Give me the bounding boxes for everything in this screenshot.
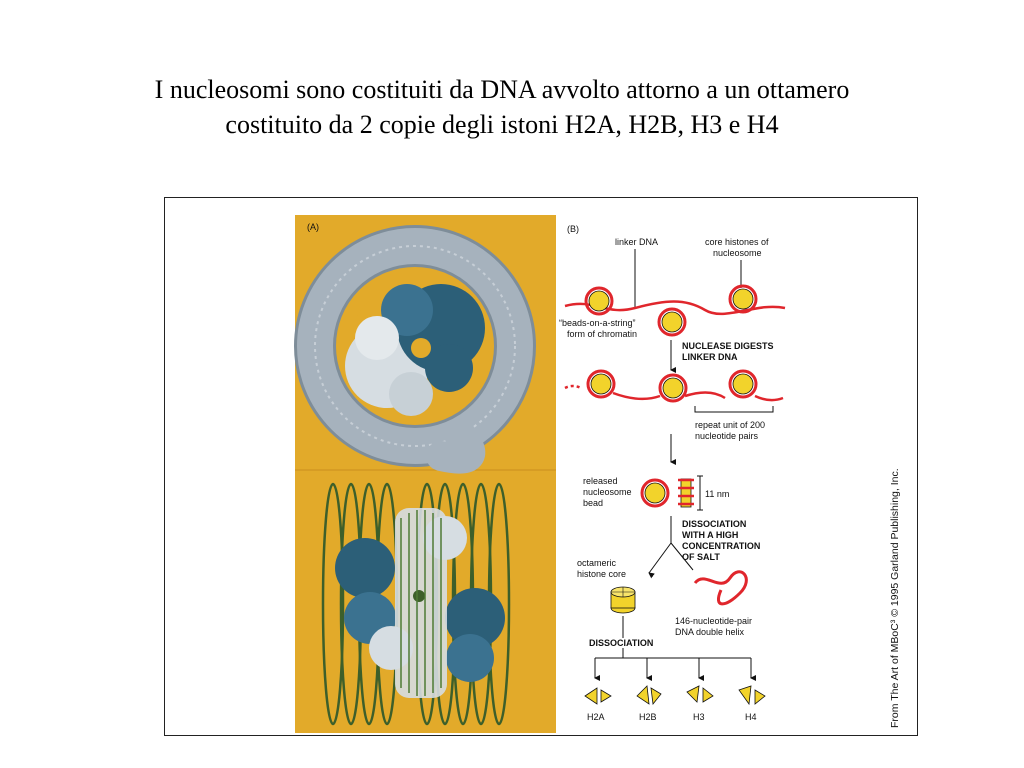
nucleosome-figure: (A) [164, 197, 918, 736]
size-label: 11 nm [705, 489, 729, 499]
panel-b-label: (B) [567, 224, 579, 234]
dna-146-label-2: DNA double helix [675, 627, 745, 637]
linker-dna-label: linker DNA [615, 237, 658, 247]
dissociation-label: DISSOCIATION [589, 638, 653, 648]
histone-label-h2a: H2A [587, 712, 605, 722]
nuclease-label-1: NUCLEASE DIGESTS [682, 341, 774, 351]
repeat-label-2: nucleotide pairs [695, 431, 759, 441]
salt-label-4: OF SALT [682, 552, 720, 562]
nuclease-label-2: LINKER DNA [682, 352, 738, 362]
nucleosome-top-view [294, 225, 536, 474]
coil-1 [321, 482, 345, 726]
beads-on-a-string [564, 284, 786, 337]
size-indicator [697, 475, 703, 511]
released-label-2: nucleosome [583, 487, 632, 497]
bead-2 [657, 307, 687, 337]
histone-label-h2b: H2B [639, 712, 657, 722]
histone-octamer-side [335, 508, 505, 698]
octameric-label-1: octameric [577, 558, 617, 568]
repeat-label-1: repeat unit of 200 [695, 420, 765, 430]
released-label-3: bead [583, 498, 603, 508]
slide-title-line-2: costituito da 2 copie degli istoni H2A, … [225, 110, 779, 139]
split-arrow-right [670, 542, 694, 571]
panel-a-label: (A) [307, 222, 319, 232]
histone-h3-pieces [686, 685, 714, 703]
dna-double-helix-icon [693, 570, 748, 606]
beads-label-2: form of chromatin [567, 329, 637, 339]
digested-beads [564, 369, 784, 403]
split-arrow-left [648, 542, 672, 579]
octameric-label-2: histone core [577, 569, 626, 579]
released-label-1: released [583, 476, 618, 486]
histone-label-h4: H4 [745, 712, 757, 722]
histone-octamer-top [345, 284, 485, 416]
nucleosome-figure-svg: (A) [294, 215, 786, 733]
bead-1 [584, 286, 614, 316]
dna-146-label-1: 146-nucleotide-pair [675, 616, 752, 626]
repeat-unit-bracket [694, 406, 774, 413]
histone-h4-pieces [738, 685, 766, 706]
nucleosome-side-view [321, 482, 511, 726]
octameric-core-icon [610, 586, 636, 614]
dna-ring-end [426, 423, 486, 474]
panel-a: (A) [294, 215, 556, 733]
beads-label-1: “beads-on-a-string” [559, 318, 636, 328]
panel-b: (B) linker DNA core histones of nucleoso… [559, 224, 786, 722]
histone-label-h3: H3 [693, 712, 705, 722]
slide-title-line-1: I nucleosomi sono costituiti da DNA avvo… [154, 75, 850, 104]
core-histones-label-2: nucleosome [713, 248, 762, 258]
bead-3 [728, 284, 758, 314]
released-bead-side [678, 478, 694, 508]
salt-label-2: WITH A HIGH [682, 530, 738, 540]
histone-h2a-pieces [584, 687, 612, 705]
dna-ring-texture [314, 245, 516, 447]
salt-label-3: CONCENTRATION [682, 541, 760, 551]
core-histones-label-1: core histones of [705, 237, 769, 247]
released-bead-front [640, 478, 670, 508]
slide-title: I nucleosomi sono costituiti da DNA avvo… [0, 72, 1004, 142]
salt-label-1: DISSOCIATION [682, 519, 746, 529]
histone-h2b-pieces [636, 685, 662, 705]
figure-credit: From The Art of MBoC³ © 1995 Garland Pub… [889, 468, 901, 728]
